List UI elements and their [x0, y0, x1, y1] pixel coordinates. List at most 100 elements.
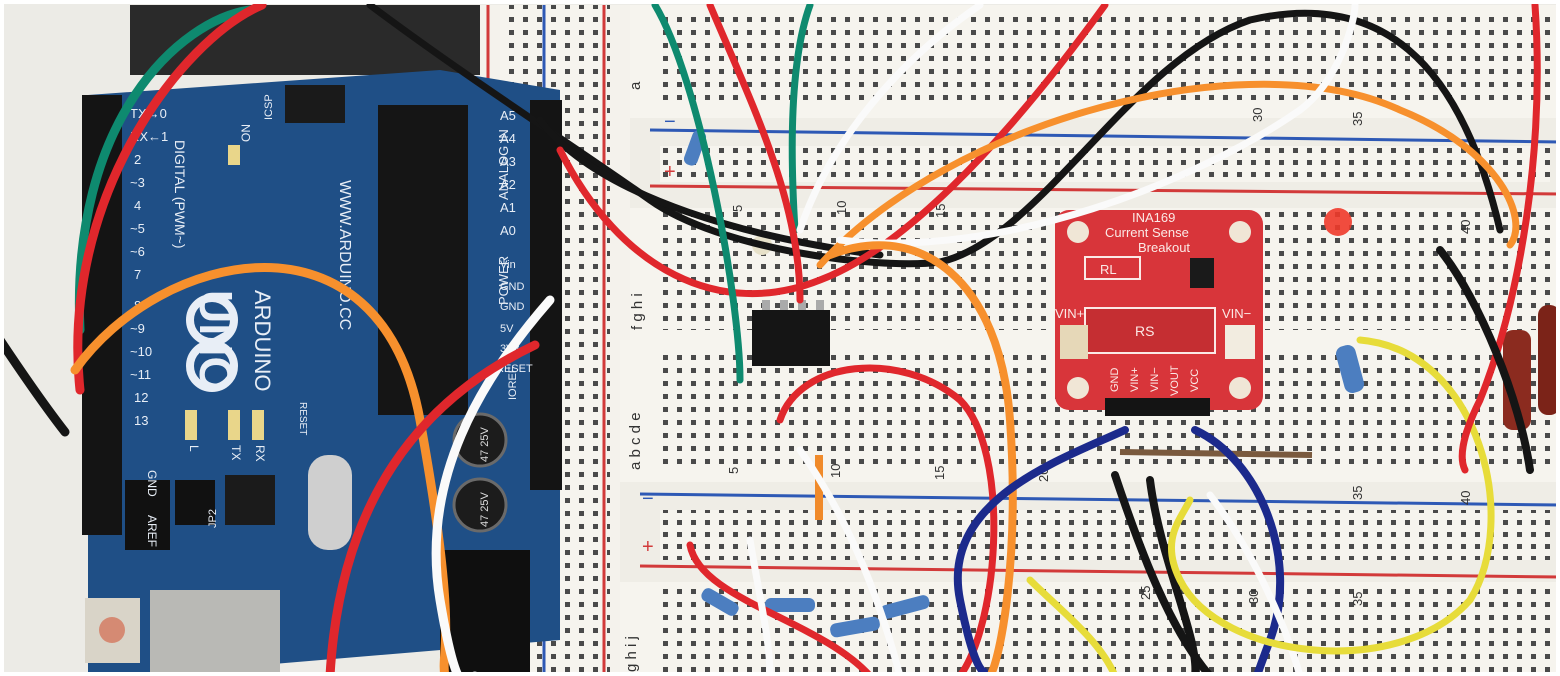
- wire-black-a5: [536, 116, 884, 259]
- capacitor-2-label: 47 25V: [479, 491, 491, 527]
- digital-section-label: DIGITAL (PWM~): [172, 140, 188, 249]
- wire-white-long: [836, 1, 1359, 247]
- pin-label-9: ~9: [130, 321, 145, 336]
- l-led: [185, 410, 197, 440]
- jp2-label: JP2: [207, 509, 219, 528]
- pin-label-11: ~11: [130, 367, 151, 382]
- breakout-pin-gnd: GND: [1109, 368, 1121, 393]
- wire-red-5v: [325, 340, 540, 676]
- resistor-upper-right: [1335, 345, 1365, 393]
- breakout-pin-vin-minus: VIN−: [1149, 367, 1161, 392]
- analog-pin-labels: A5 A4 A3 A2 A1 A0: [500, 108, 516, 238]
- rx-led: [252, 410, 264, 440]
- power-section-label: POWER: [496, 256, 511, 305]
- vin-minus-label: VIN−: [1222, 306, 1251, 321]
- analog-pin-a1: A1: [500, 200, 516, 215]
- dip8-ic-chip: [752, 310, 830, 366]
- ina169-chip: [1190, 258, 1214, 288]
- wire-red-right: [1458, 1, 1541, 474]
- icsp-label: ICSP: [263, 94, 275, 120]
- arduino-website: WWW.ARDUINO.CC: [336, 180, 353, 330]
- col-num-30: 30: [1250, 108, 1265, 122]
- resistor-array-bottom: [701, 588, 930, 638]
- rl-resistor-box: [1084, 256, 1141, 280]
- ioref-label: IOREF: [507, 366, 519, 400]
- wire-orange-loop: [826, 241, 1017, 676]
- row-letters-abcde-lower: a b c d e: [627, 412, 644, 470]
- arduino-infinity-logo: [186, 294, 238, 392]
- vin-plus-label: VIN+: [1055, 306, 1084, 321]
- wire-red-mid: [706, 1, 804, 304]
- power-pin-gnd-2: GND: [500, 301, 525, 313]
- rail-minus-upper: −: [664, 111, 676, 133]
- tx-led: [228, 410, 240, 440]
- wire-white-bottom-3: [1206, 491, 1304, 676]
- analog-pin-a4: A4: [500, 131, 516, 146]
- upper-rail-blue-line: [649, 128, 1560, 144]
- wire-black-left: [0, 335, 70, 437]
- lower-rail-red-line: [639, 564, 1560, 579]
- wire-black-a4: [366, 1, 1504, 268]
- usb-ic: [225, 475, 275, 525]
- row-letters-ghij: g h i j: [623, 636, 640, 672]
- col-num-25-lower: 25: [1138, 586, 1153, 600]
- l-label: L: [187, 445, 201, 452]
- orange-jumper-short: [815, 455, 823, 520]
- analog-pin-a2: A2: [500, 177, 516, 192]
- aref-label: AREF: [145, 515, 159, 547]
- vin-minus-pad: [1225, 325, 1255, 359]
- red-led: [1324, 208, 1352, 236]
- row-letters-fghi: f g h i: [629, 293, 646, 330]
- analog-pin-a0: A0: [500, 223, 516, 238]
- gnd-label: GND: [145, 470, 159, 497]
- tx-label: TX: [229, 445, 243, 460]
- col-num-15-lower: 15: [932, 466, 947, 480]
- power-pin-gnd-1: GND: [500, 281, 525, 293]
- rl-label: RL: [1100, 262, 1117, 277]
- atmega-chip: [378, 105, 468, 415]
- wire-white-bottom-2: [746, 536, 774, 676]
- wire-yellow-right: [1167, 336, 1495, 655]
- jp2-header: [125, 480, 170, 550]
- col-num-35: 35: [1350, 112, 1365, 126]
- upper-rail-red-line: [649, 184, 1560, 196]
- capacitor-1-label: 47 25V: [479, 426, 491, 462]
- breakout-pin-vcc: VCC: [1189, 369, 1201, 392]
- on-led: [228, 145, 240, 165]
- col-num-30-lower: 30: [1246, 590, 1261, 604]
- wire-green-left: [74, 5, 255, 335]
- arduino-brand: ARDUINO: [250, 290, 275, 391]
- crystal: [308, 455, 352, 550]
- wire-black-right: [1436, 246, 1534, 474]
- usb-port: [150, 590, 280, 676]
- wire-black-bottom-2: [1146, 476, 1200, 676]
- pin-label-3: ~3: [130, 175, 145, 190]
- ina169-title: INA169: [1132, 210, 1175, 225]
- rail-plus-upper: +: [664, 161, 676, 183]
- wire-navy-left: [953, 426, 1129, 676]
- pin-label-13: 13: [134, 413, 148, 428]
- rail-plus-lower: +: [642, 536, 654, 558]
- icsp-header: [285, 85, 345, 123]
- vin-plus-pad: [1060, 325, 1088, 359]
- col-num-35b-lower: 35: [1350, 592, 1365, 606]
- power-pin-5v: 5V: [500, 323, 514, 335]
- power-resistor-2: [1538, 305, 1560, 415]
- rs-label: RS: [1135, 323, 1154, 339]
- col-num-40: 40: [1458, 220, 1473, 234]
- col-num-5: 5: [730, 205, 745, 212]
- wire-yellow-bottom: [1026, 576, 1119, 676]
- analog-power-header: [530, 100, 562, 490]
- power-pin-vin: Vin: [500, 259, 516, 271]
- wire-white-bottom: [796, 446, 904, 676]
- col-num-10: 10: [834, 201, 849, 215]
- wire-red-a-top: [556, 1, 1109, 297]
- rx-label: RX: [253, 445, 267, 462]
- breakout-pin-header: [1105, 398, 1210, 416]
- pin-label-7: 7: [134, 267, 141, 282]
- power-resistor-1: [1503, 330, 1531, 430]
- pin-label-6: ~6: [130, 244, 145, 259]
